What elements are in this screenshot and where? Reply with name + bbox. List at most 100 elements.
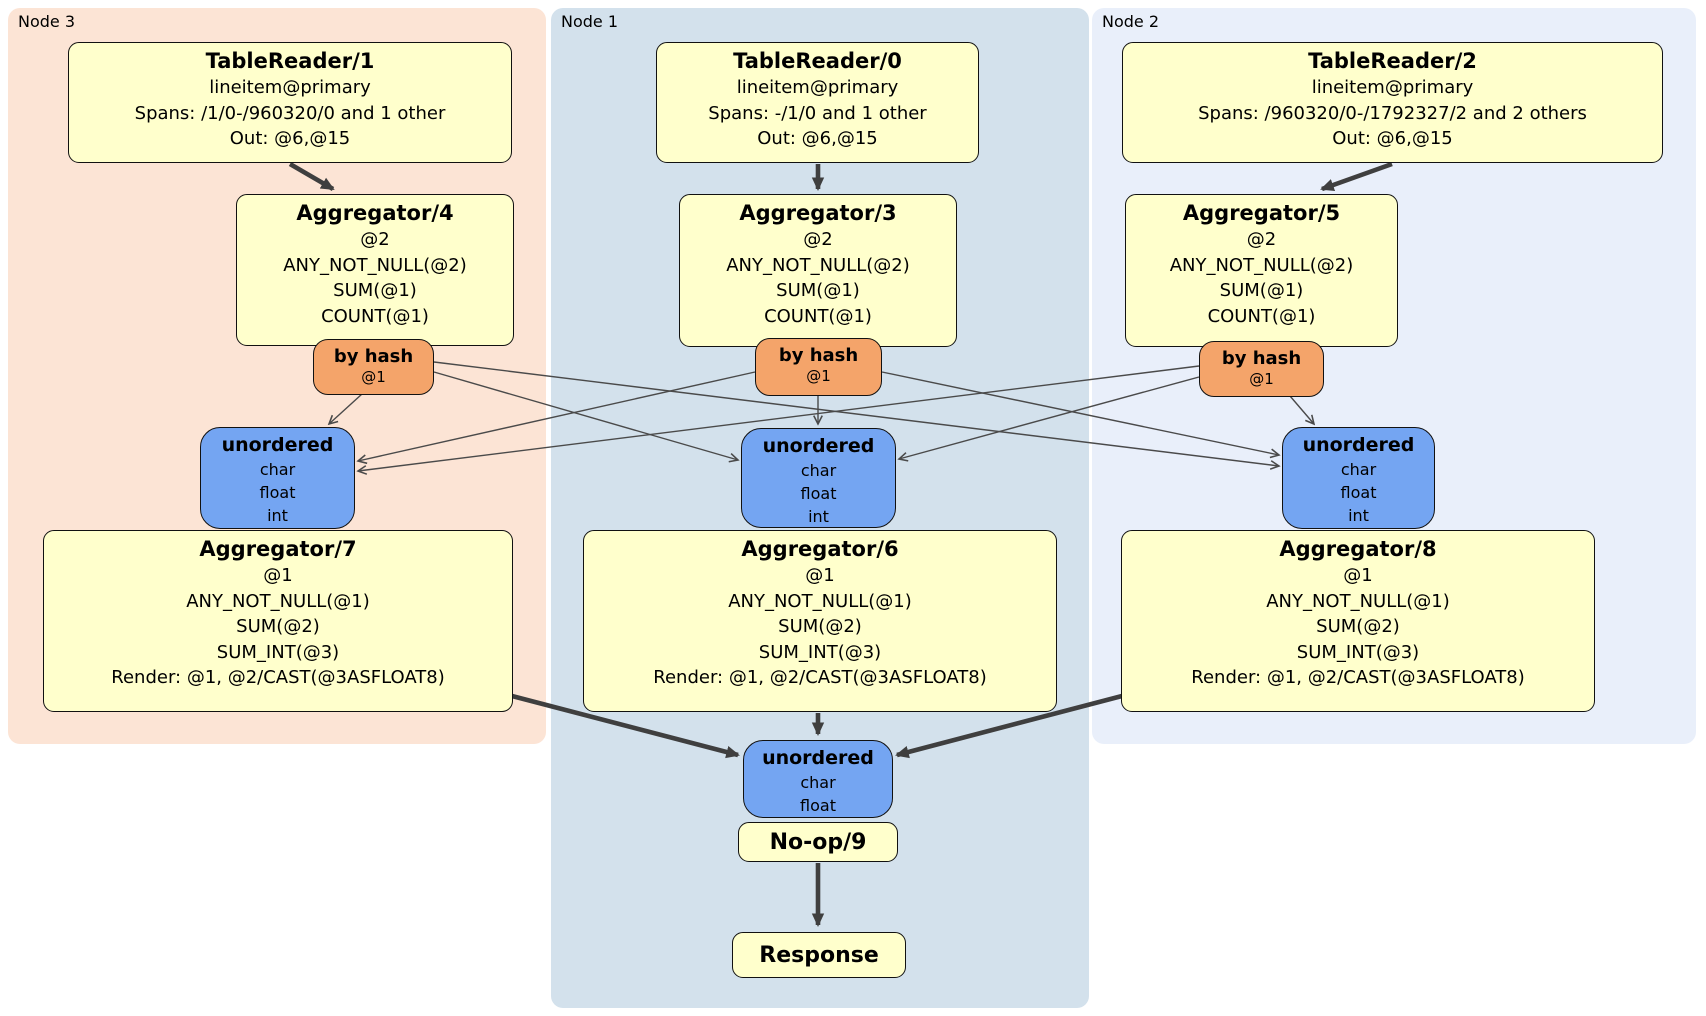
unordered-sync-node2-box: unordered char float int <box>1282 427 1435 529</box>
edge-hash2-unordered2 <box>1289 395 1314 424</box>
table-reader-1-spans: Spans: /1/0-/960320/0 and 1 other <box>134 102 446 124</box>
edge-hash3-unordered1 <box>433 371 738 460</box>
table-reader-1-box: TableReader/1 lineitem@primary Spans: /1… <box>68 42 512 163</box>
hash-router-node1-key: @1 <box>806 367 831 385</box>
edge-hash1-unordered2 <box>881 371 1279 455</box>
sync-node3-col1: char <box>259 460 296 479</box>
noop-box: No-op/9 <box>738 822 898 862</box>
unordered-sync-node1-title: unordered <box>762 435 875 457</box>
aggregator-6-fn3: SUM_INT(@3) <box>758 641 882 663</box>
response-title: Response <box>759 942 879 968</box>
unordered-sync-node3-box: unordered char float int <box>200 427 355 529</box>
hash-router-node3-key: @1 <box>361 368 386 386</box>
aggregator-4-title: Aggregator/4 <box>296 201 454 225</box>
noop-title: No-op/9 <box>769 829 867 855</box>
aggregator-8-fn1: ANY_NOT_NULL(@1) <box>1266 590 1450 612</box>
aggregator-5-title: Aggregator/5 <box>1182 201 1341 225</box>
hash-router-node2-key: @1 <box>1249 370 1274 388</box>
aggregator-4-fn2: SUM(@1) <box>333 280 417 301</box>
unordered-sync-final-title: unordered <box>762 747 874 769</box>
sync-node3-col2: float <box>259 483 296 502</box>
table-reader-2-out: Out: @6,@15 <box>1332 128 1453 149</box>
aggregator-3-title: Aggregator/3 <box>739 201 897 225</box>
edge-hash3-unordered3 <box>329 393 363 424</box>
aggregator-7-render: Render: @1, @2/CAST(@3ASFLOAT8) <box>111 667 445 688</box>
table-reader-2-spans: Spans: /960320/0-/1792327/2 and 2 others <box>1198 102 1587 124</box>
aggregator-8-fn3: SUM_INT(@3) <box>1296 641 1420 663</box>
sync-node2-col3: int <box>1348 506 1369 525</box>
aggregator-3-group: @2 <box>803 229 833 250</box>
table-reader-1-index: lineitem@primary <box>209 77 371 98</box>
edge-hash3-unordered2 <box>433 361 1279 466</box>
sync-node2-col1: char <box>1340 460 1377 479</box>
table-reader-2-index: lineitem@primary <box>1311 77 1474 98</box>
hash-router-node1-title: by hash <box>778 345 859 366</box>
aggregator-8-group: @1 <box>1343 565 1373 586</box>
hash-router-node3-box: by hash @1 <box>313 339 434 395</box>
aggregator-7-title: Aggregator/7 <box>199 537 357 561</box>
edge-hash2-unordered1 <box>899 376 1200 459</box>
response-box: Response <box>732 932 906 978</box>
aggregator-8-box: Aggregator/8 @1 ANY_NOT_NULL(@1) SUM(@2)… <box>1121 530 1595 712</box>
hash-router-node1-box: by hash @1 <box>755 338 882 396</box>
sync-node2-col2: float <box>1340 483 1377 502</box>
aggregator-5-fn2: SUM(@1) <box>1219 280 1304 301</box>
table-reader-2-title: TableReader/2 <box>1308 49 1477 73</box>
table-reader-0-title: TableReader/0 <box>733 49 902 73</box>
aggregator-6-render: Render: @1, @2/CAST(@3ASFLOAT8) <box>653 667 987 688</box>
sync-final-col2: float <box>800 796 836 815</box>
unordered-sync-node1-box: unordered char float int <box>741 428 896 528</box>
sync-final-col1: char <box>800 773 836 792</box>
hash-router-node3-title: by hash <box>333 346 414 367</box>
table-reader-0-out: Out: @6,@15 <box>757 128 878 149</box>
aggregator-6-box: Aggregator/6 @1 ANY_NOT_NULL(@1) SUM(@2)… <box>583 530 1057 712</box>
aggregator-5-fn3: COUNT(@1) <box>1207 305 1316 327</box>
aggregator-6-fn2: SUM(@2) <box>778 616 862 637</box>
aggregator-3-fn1: ANY_NOT_NULL(@2) <box>726 254 910 276</box>
aggregator-4-box: Aggregator/4 @2 ANY_NOT_NULL(@2) SUM(@1)… <box>236 194 514 346</box>
sync-node1-col3: int <box>808 507 829 526</box>
aggregator-5-box: Aggregator/5 @2 ANY_NOT_NULL(@2) SUM(@1)… <box>1125 194 1398 347</box>
aggregator-4-group: @2 <box>360 229 390 250</box>
edge-aggregator7-final-unordered <box>511 693 740 759</box>
table-reader-1-title: TableReader/1 <box>205 49 375 73</box>
sync-node1-col2: float <box>800 484 837 503</box>
aggregator-7-fn1: ANY_NOT_NULL(@1) <box>186 590 370 612</box>
aggregator-7-fn3: SUM_INT(@3) <box>216 641 340 663</box>
edge-hash1-unordered3 <box>358 371 756 461</box>
hash-router-node2-title: by hash <box>1221 348 1302 369</box>
aggregator-4-fn3: COUNT(@1) <box>321 305 429 327</box>
aggregator-7-group: @1 <box>263 565 293 586</box>
edge-tablereader1-aggregator4 <box>288 162 335 191</box>
aggregator-5-fn1: ANY_NOT_NULL(@2) <box>1169 254 1354 276</box>
aggregator-6-title: Aggregator/6 <box>741 537 899 561</box>
edge-tablereader2-aggregator5 <box>1320 161 1393 192</box>
aggregator-8-title: Aggregator/8 <box>1279 537 1437 561</box>
sync-node3-col3: int <box>267 506 288 525</box>
table-reader-1-out: Out: @6,@15 <box>229 128 351 149</box>
aggregator-6-fn1: ANY_NOT_NULL(@1) <box>728 590 912 612</box>
sync-node1-col1: char <box>800 461 837 480</box>
aggregator-3-box: Aggregator/3 @2 ANY_NOT_NULL(@2) SUM(@1)… <box>679 194 957 347</box>
table-reader-0-box: TableReader/0 lineitem@primary Spans: -/… <box>656 42 979 163</box>
aggregator-8-fn2: SUM(@2) <box>1316 616 1400 637</box>
node-1-label: Node 1 <box>561 12 619 31</box>
node-3-label: Node 3 <box>18 12 76 31</box>
node-2-label: Node 2 <box>1102 12 1160 31</box>
aggregator-4-fn1: ANY_NOT_NULL(@2) <box>283 254 467 276</box>
aggregator-8-render: Render: @1, @2/CAST(@3ASFLOAT8) <box>1191 667 1525 688</box>
table-reader-0-spans: Spans: -/1/0 and 1 other <box>708 102 927 124</box>
table-reader-2-box: TableReader/2 lineitem@primary Spans: /9… <box>1122 42 1663 163</box>
unordered-sync-final-box: unordered char float <box>743 740 893 818</box>
unordered-sync-node2-title: unordered <box>1302 434 1415 456</box>
hash-router-node2-box: by hash @1 <box>1199 341 1324 397</box>
table-reader-0-index: lineitem@primary <box>736 77 899 98</box>
aggregator-5-group: @2 <box>1246 229 1277 250</box>
aggregator-6-group: @1 <box>805 565 835 586</box>
edge-aggregator8-final-unordered <box>895 693 1123 759</box>
edge-hash2-unordered3 <box>358 365 1200 471</box>
aggregator-7-box: Aggregator/7 @1 ANY_NOT_NULL(@1) SUM(@2)… <box>43 530 513 712</box>
aggregator-7-fn2: SUM(@2) <box>236 616 320 637</box>
